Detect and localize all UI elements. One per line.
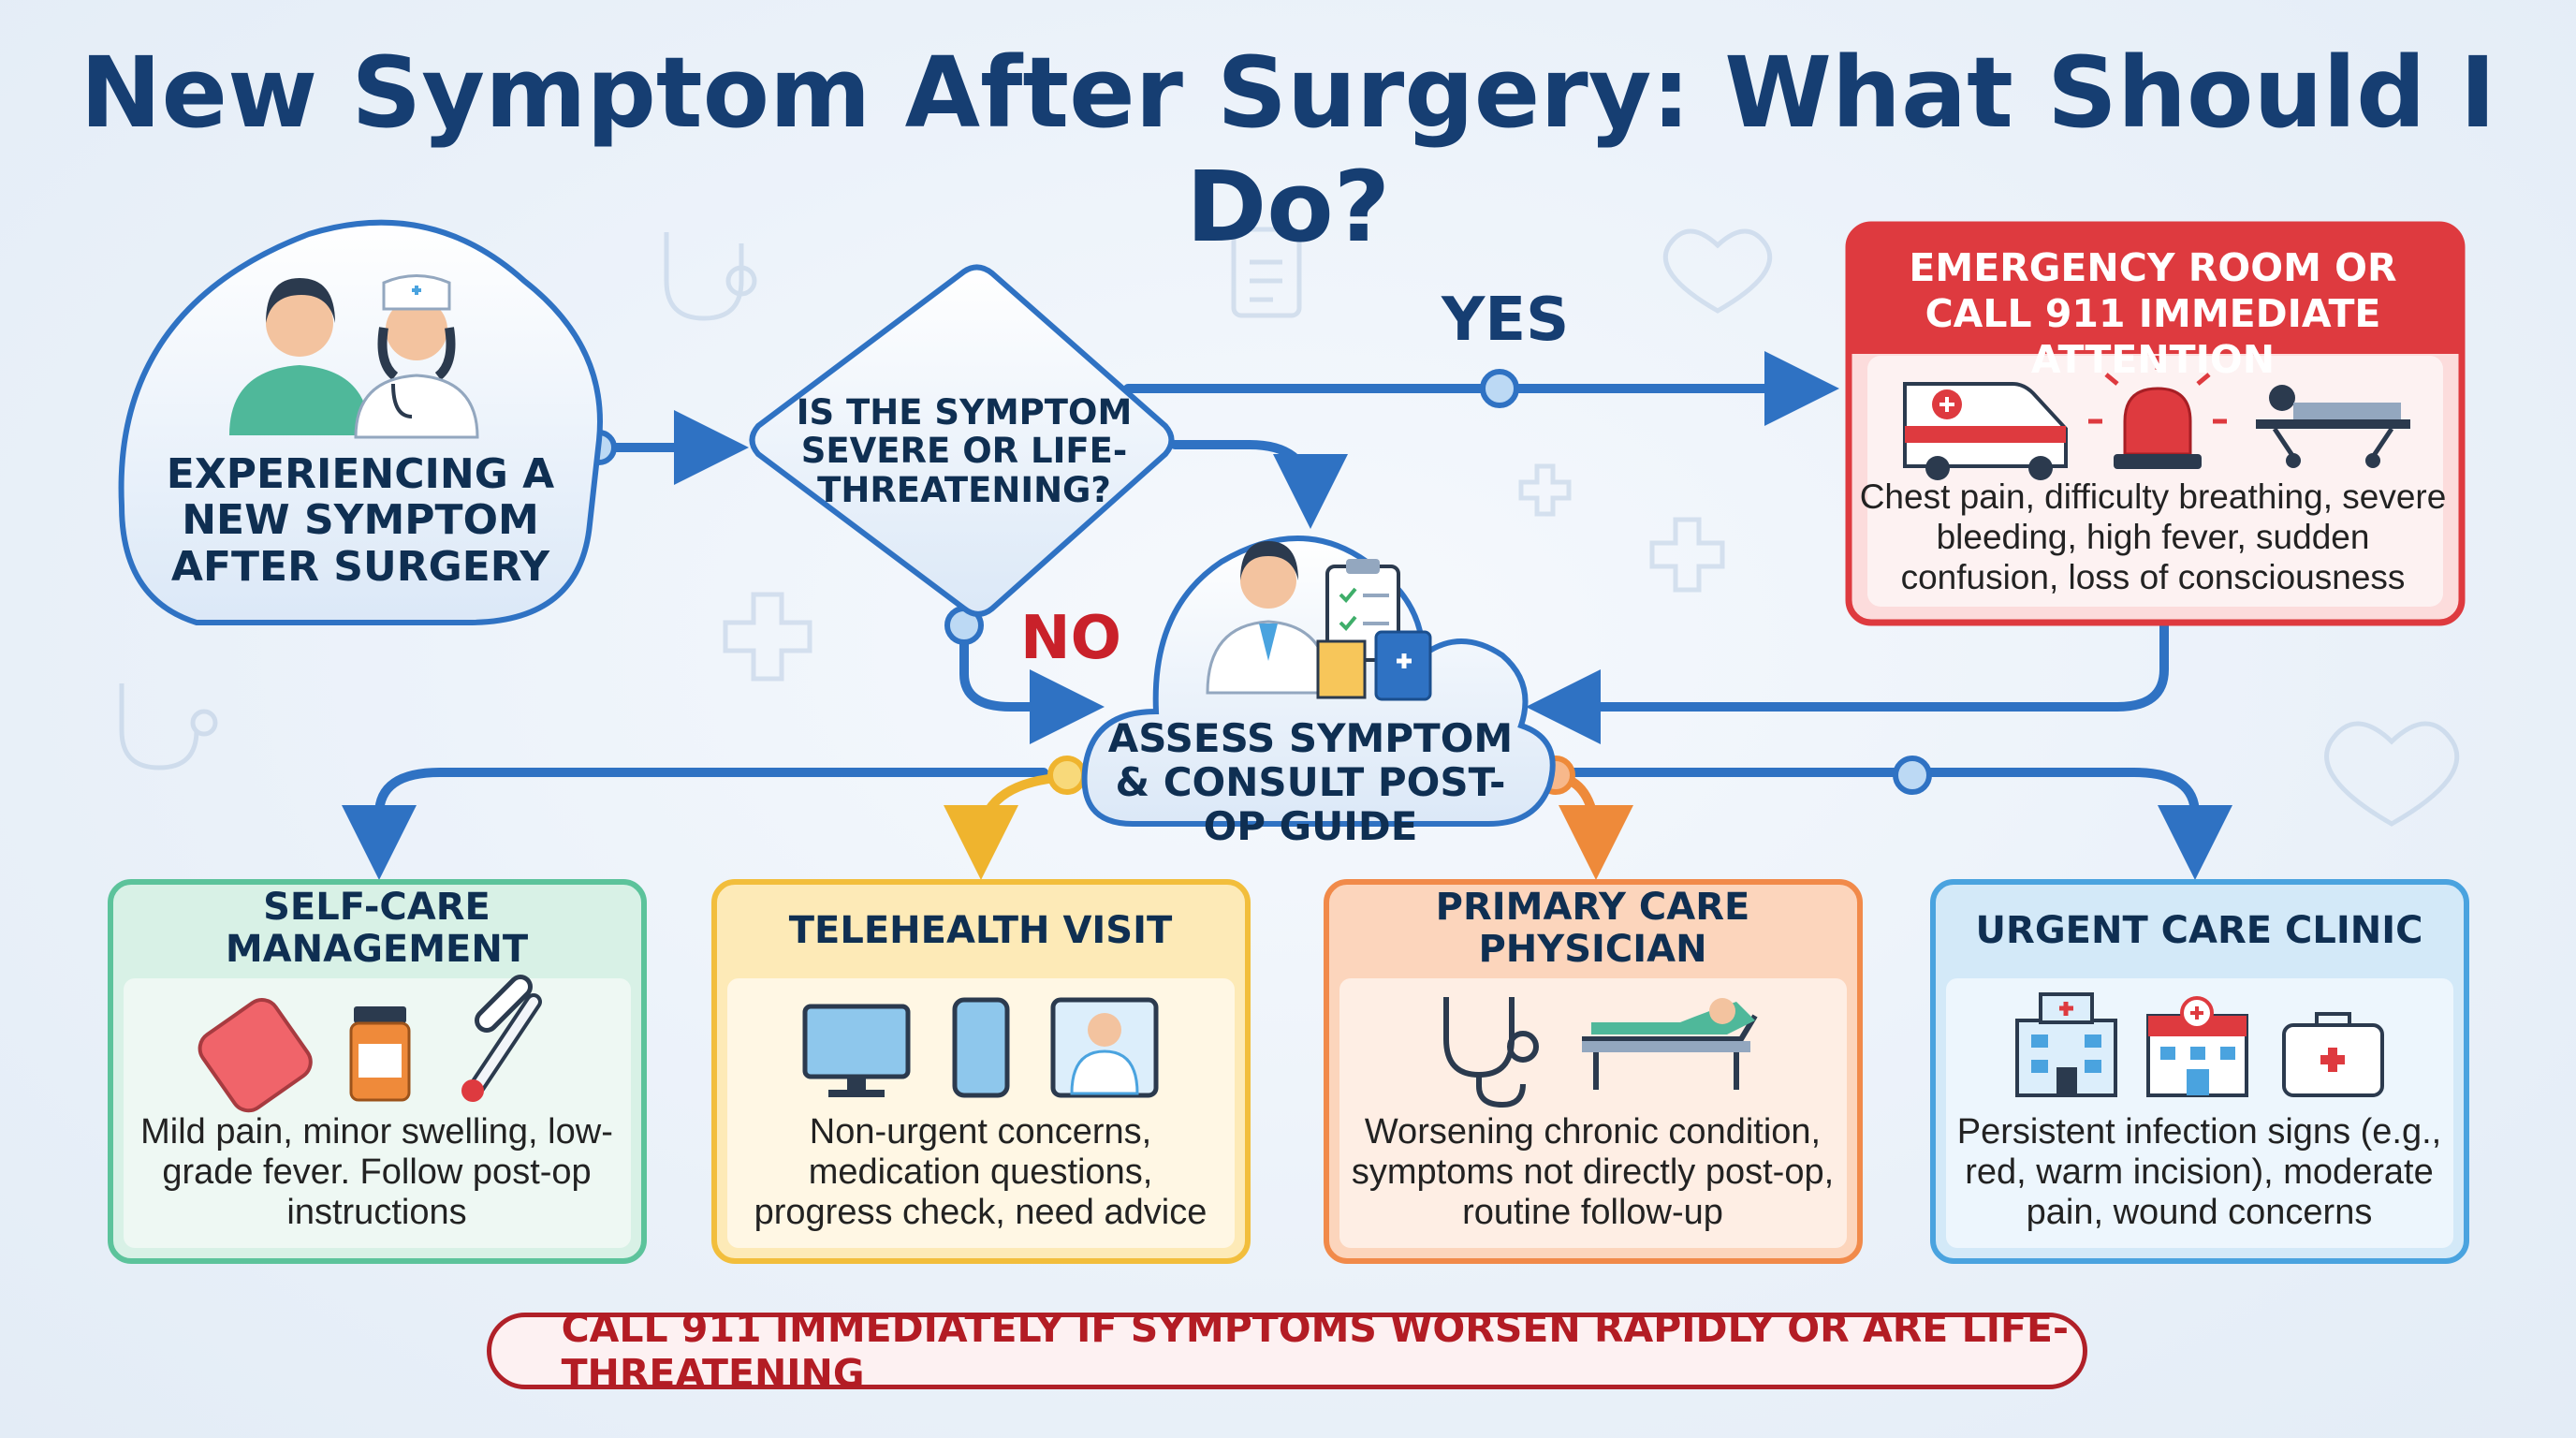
video-doctor-icon bbox=[1050, 997, 1159, 1098]
smartphone-icon bbox=[952, 997, 1010, 1098]
pill-bottle-icon bbox=[349, 1006, 411, 1102]
page-title: New Symptom After Surgery: What Should I… bbox=[80, 36, 2496, 264]
medical-book-icon bbox=[1374, 630, 1432, 701]
connector-dots bbox=[581, 369, 1932, 795]
first-aid-kit-icon bbox=[2282, 1012, 2384, 1097]
patient-bed-icon bbox=[1582, 998, 1758, 1090]
primary-care-card-title: PRIMARY CARE PHYSICIAN bbox=[1435, 886, 1750, 971]
ice-pack-icon bbox=[198, 998, 313, 1113]
clipboard-bg-icon bbox=[1231, 227, 1302, 318]
plus-bg-icon bbox=[723, 463, 1725, 682]
doctor-icon bbox=[1206, 541, 1331, 695]
heart-bg-icon bbox=[1662, 228, 2460, 827]
arrow-no-to-assess bbox=[959, 621, 1105, 744]
doctor-and-nurse-icon bbox=[229, 274, 479, 439]
decision-node bbox=[749, 264, 1175, 617]
thermometer-icon bbox=[461, 975, 542, 1102]
decision-question: IS THE SYMPTOM SEVERE OR LIFE-THREATENIN… bbox=[796, 392, 1133, 510]
telehealth-card-title: TELEHEALTH VISIT bbox=[788, 909, 1173, 952]
no-label: NO bbox=[1020, 604, 1121, 673]
arrow-to-urgent-care bbox=[1554, 768, 2232, 880]
arrow-to-self-care bbox=[342, 768, 1048, 880]
arrow-emergency-to-assess bbox=[1526, 621, 2169, 744]
warning-text: CALL 911 IMMEDIATELY IF SYMPTOMS WORSEN … bbox=[561, 1306, 2069, 1396]
monitor-icon bbox=[802, 1004, 911, 1097]
telehealth-card-description: Non-urgent concerns, medication question… bbox=[754, 1112, 1208, 1232]
background-decorations bbox=[119, 227, 2460, 827]
stethoscope-icon bbox=[1443, 997, 1539, 1108]
yes-label: YES bbox=[1442, 286, 1570, 355]
primary-care-card-description: Worsening chronic condition, symptoms no… bbox=[1351, 1112, 1835, 1232]
self-care-card-description: Mild pain, minor swelling, low-grade fev… bbox=[140, 1112, 613, 1232]
assess-node-label: ASSESS SYMPTOM & CONSULT POST-OP GUIDE bbox=[1107, 715, 1514, 850]
urgent-care-card-description: Persistent infection signs (e.g., red, w… bbox=[1956, 1112, 2442, 1232]
arrow-decision-to-assess bbox=[1170, 440, 1348, 529]
stethoscope-bg-icon bbox=[119, 232, 757, 770]
hospital-icon bbox=[2015, 992, 2117, 1097]
self-care-card-title: SELF-CARE MANAGEMENT bbox=[225, 886, 529, 971]
urgent-care-card-title: URGENT CARE CLINIC bbox=[1975, 909, 2423, 952]
emergency-warning-banner: CALL 911 IMMEDIATELY IF SYMPTOMS WORSEN … bbox=[487, 1306, 2087, 1396]
siren-icon bbox=[2088, 356, 2227, 469]
emergency-card-description: Chest pain, difficulty breathing, severe… bbox=[1859, 477, 2447, 596]
clinic-icon bbox=[2146, 996, 2248, 1097]
stretcher-icon bbox=[2256, 385, 2410, 468]
ambulance-icon bbox=[1903, 382, 2068, 480]
emergency-card-title: EMERGENCY ROOM OR CALL 911 IMMEDIATE ATT… bbox=[1909, 245, 2397, 383]
start-node-label: EXPERIENCING A NEW SYMPTOM AFTER SURGERY bbox=[166, 450, 555, 591]
